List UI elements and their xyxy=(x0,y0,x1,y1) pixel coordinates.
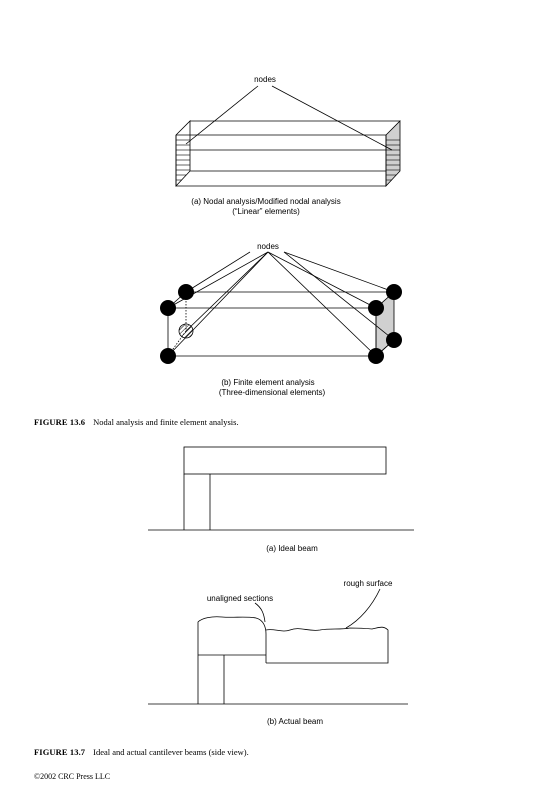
figure-b-nodes-label: nodes xyxy=(257,242,279,251)
node-marker xyxy=(386,284,402,300)
figure-b-caption-line2: (Three-dimensional elements) xyxy=(219,388,326,397)
node-marker xyxy=(178,284,194,300)
figure-13-7-caption: FIGURE 13.7 Ideal and actual cantilever b… xyxy=(34,747,249,757)
figure-a-linear-beam xyxy=(175,85,401,188)
figure-number: FIGURE 13.6 xyxy=(34,417,86,427)
rough-surface-label: rough surface xyxy=(344,579,393,588)
figure-b-node-markers xyxy=(160,284,402,364)
figure-title: Nodal analysis and finite element analys… xyxy=(93,417,239,427)
actual-beam-diagram xyxy=(148,588,408,705)
figure-13-6-caption: FIGURE 13.6 Nodal analysis and finite ele… xyxy=(34,417,239,427)
figure-a-caption-line1: (a) Nodal analysis/Modified nodal analys… xyxy=(191,197,340,206)
figure-a-caption-line2: (“Linear” elements) xyxy=(232,207,300,216)
figure-number: FIGURE 13.7 xyxy=(34,747,86,757)
figure-b-caption-line1: (b) Finite element analysis xyxy=(221,378,314,387)
actual-beam-caption: (b) Actual beam xyxy=(267,717,323,726)
ideal-beam-caption: (a) Ideal beam xyxy=(266,544,318,553)
figure-a-nodes-label: nodes xyxy=(254,75,276,84)
figure-b-finite-element-box xyxy=(167,251,395,357)
copyright-footer: ©2002 CRC Press LLC xyxy=(34,772,111,781)
hidden-node-marker xyxy=(178,323,194,339)
node-marker xyxy=(160,300,176,316)
node-marker xyxy=(368,300,384,316)
node-marker xyxy=(160,348,176,364)
node-marker xyxy=(368,348,384,364)
unaligned-sections-label: unaligned sections xyxy=(207,594,273,603)
figure-title: Ideal and actual cantilever beams (side … xyxy=(93,747,249,757)
ideal-beam-diagram xyxy=(148,446,414,531)
node-marker xyxy=(386,332,402,348)
